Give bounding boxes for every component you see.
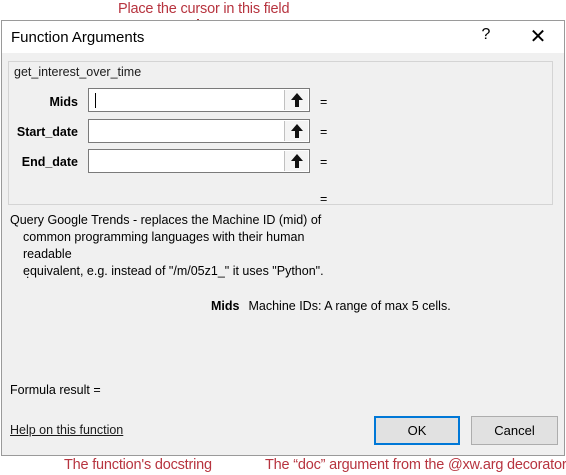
mids-input[interactable] [88,88,310,112]
arg-result-start-date: = [320,125,328,139]
arg-result-end-date: = [320,155,328,169]
arg-label-end-date: End_date [21,155,78,169]
docstring-line: equivalent, e.g. instead of "/m/05z1_" i… [23,264,324,278]
text-cursor [95,93,96,108]
range-select-button-mids[interactable] [284,90,308,110]
docstring-line: Query Google Trends - replaces the Machi… [10,213,322,227]
formula-result-label: Formula result = [10,383,101,397]
collapse-arrow-icon [290,93,303,107]
docstring-extra: . [26,267,30,281]
arg-label-start-date: Start_date [16,125,78,139]
range-select-button-end-date[interactable] [284,151,308,171]
docstring-line: common programming languages with their … [23,230,305,261]
ok-button[interactable]: OK [374,416,460,445]
collapse-arrow-icon [290,124,303,138]
start-date-input[interactable] [88,119,310,143]
argument-description-text: Machine IDs: A range of max 5 cells. [248,299,451,313]
arguments-group [8,61,553,205]
title-bar: Function Arguments ? ✕ [2,21,564,53]
cancel-button[interactable]: Cancel [471,416,558,445]
end-date-input[interactable] [88,149,310,173]
argument-description: Mids Machine IDs: A range of max 5 cells. [211,299,451,313]
annotation-bottom-left: The function's docstring [64,457,212,473]
range-select-button-start-date[interactable] [284,121,308,141]
dialog-title: Function Arguments [11,29,145,46]
annotation-top: Place the cursor in this field [118,1,290,17]
arg-label-mids: Mids [49,95,78,109]
function-name: get_interest_over_time [12,65,144,79]
collapse-arrow-icon [290,154,303,168]
annotation-bottom-right: The “doc” argument from the @xw.arg deco… [265,457,566,473]
close-icon[interactable]: ✕ [529,26,547,48]
function-docstring: Query Google Trends - replaces the Machi… [10,212,355,280]
argument-description-name: Mids [211,299,240,313]
arg-result-mids: = [320,95,328,109]
help-on-function-link[interactable]: Help on this function [10,423,124,437]
help-icon[interactable]: ? [481,26,491,43]
function-arguments-dialog: Function Arguments ? ✕ get_interest_over… [1,20,565,456]
function-result: = [320,192,328,206]
